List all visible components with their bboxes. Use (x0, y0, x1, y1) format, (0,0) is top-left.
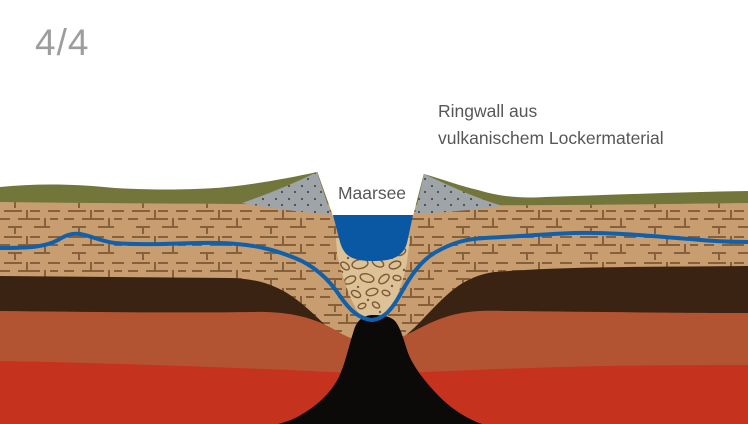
groundwater-line (0, 230, 748, 323)
maarsee-label: Maarsee (337, 183, 407, 203)
volcanic-pipe (278, 315, 482, 424)
crater-mouth-gap (317, 171, 424, 216)
step-indicator: 4/4 (35, 22, 90, 63)
maar-lake (333, 215, 413, 261)
ringwall-label: Ringwall aus vulkanischem Lockermaterial (438, 101, 664, 148)
tephra-ringwall-right (415, 174, 503, 214)
tephra-ringwall-left (242, 172, 331, 215)
